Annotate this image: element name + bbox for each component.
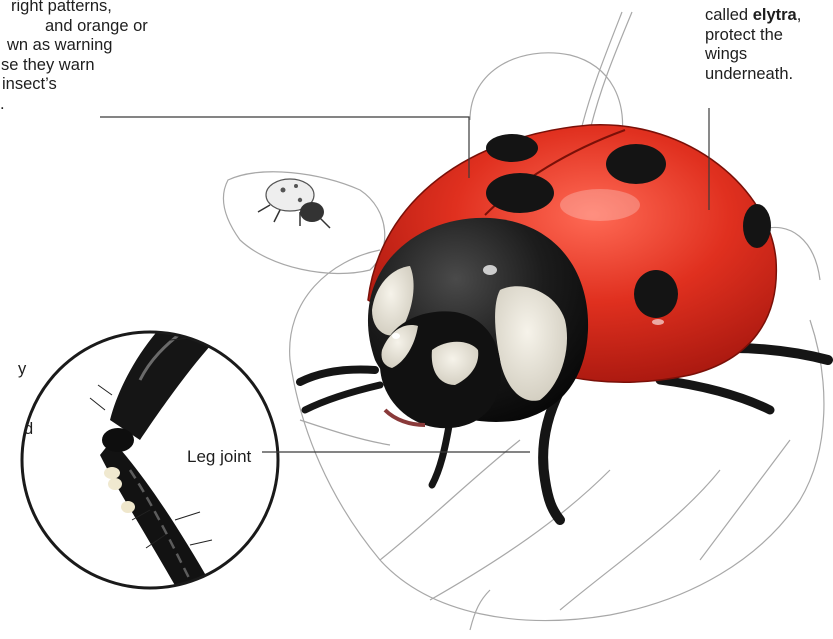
stem — [582, 12, 622, 126]
leaf-edge — [470, 590, 490, 630]
cropped-text-fragment: d — [24, 420, 33, 439]
small-ladybird — [258, 179, 330, 228]
warning-coloration-caption: right patterns, and orange or wn as warn… — [0, 0, 148, 114]
caption-line: called elytra, — [705, 6, 801, 26]
caption-line: protect the — [705, 26, 801, 46]
caption-line: se they warn — [0, 56, 148, 76]
elytra-caption: called elytra, protect the wings underne… — [705, 6, 801, 84]
caption-line: and orange or — [0, 17, 148, 37]
caption-line: right patterns, — [0, 0, 148, 17]
caption-line: . — [0, 95, 148, 115]
leaf-vein — [430, 470, 610, 600]
caption-text: , — [797, 6, 802, 24]
main-ladybird — [300, 125, 828, 520]
elytra-term: elytra — [753, 6, 797, 24]
stem — [590, 12, 632, 130]
leaf-vein — [380, 440, 520, 560]
leg-joint-label: Leg joint — [187, 447, 251, 467]
caption-line: insect’s — [0, 75, 148, 95]
leaf-vein — [700, 440, 790, 560]
caption-line: wings — [705, 45, 801, 65]
caption-line: underneath. — [705, 65, 801, 85]
caption-line: wn as warning — [0, 36, 148, 56]
cropped-text-fragment: y — [18, 360, 26, 379]
leg-joint-knob — [102, 428, 134, 452]
caption-text: called — [705, 6, 753, 24]
leaf-vein — [300, 420, 390, 445]
leaf-vein — [560, 470, 720, 610]
warning-leader-line — [100, 117, 469, 178]
